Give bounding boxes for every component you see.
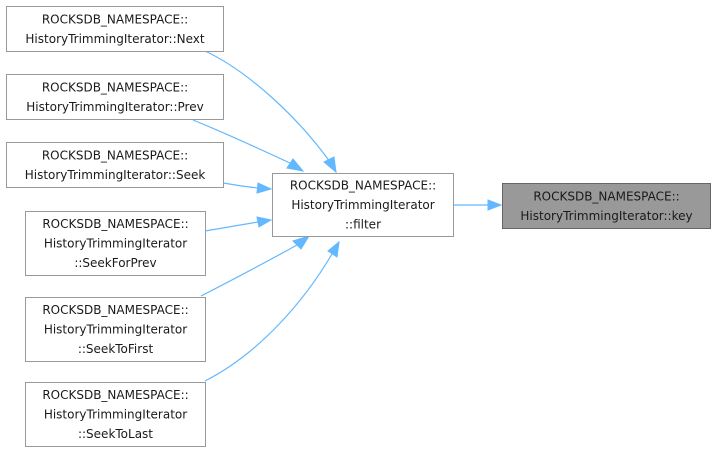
node-filter[interactable]: ROCKSDB_NAMESPACE::HistoryTrimmingIterat… [272,173,454,237]
edge-seektolast-to-filter [204,240,340,382]
arrowhead-icon [487,199,503,211]
node-label-line: ROCKSDB_NAMESPACE:: [42,80,188,94]
node-label-line: HistoryTrimmingIterator::Next [25,32,204,46]
node-box[interactable] [272,173,454,237]
node-label-line: ::SeekForPrev [74,256,156,270]
edge-line [222,182,259,189]
edge-filter-to-key [453,199,503,211]
edge-line [204,253,333,382]
node-seek[interactable]: ROCKSDB_NAMESPACE::HistoryTrimmingIterat… [6,142,224,188]
node-box[interactable] [502,183,711,229]
arrowhead-icon [292,235,311,250]
edge-seekforprev-to-filter [204,216,273,232]
node-label-line: HistoryTrimmingIterator [44,408,187,422]
node-label-line: ROCKSDB_NAMESPACE:: [290,179,436,193]
node-seektofirst[interactable]: ROCKSDB_NAMESPACE::HistoryTrimmingIterat… [25,297,206,362]
node-label-line: HistoryTrimmingIterator::key [520,209,692,223]
edge-prev-to-filter [192,119,305,172]
arrowhead-icon [327,240,340,258]
node-box[interactable] [6,74,224,120]
node-label-line: ROCKSDB_NAMESPACE:: [42,303,188,317]
node-label-line: ROCKSDB_NAMESPACE:: [42,217,188,231]
node-label-line: ROCKSDB_NAMESPACE:: [42,12,188,26]
node-seektolast[interactable]: ROCKSDB_NAMESPACE::HistoryTrimmingIterat… [25,382,206,447]
node-seekforprev[interactable]: ROCKSDB_NAMESPACE::HistoryTrimmingIterat… [25,211,206,276]
edge-line [192,119,293,165]
node-key[interactable]: ROCKSDB_NAMESPACE::HistoryTrimmingIterat… [502,183,711,229]
node-label-line: HistoryTrimmingIterator [44,323,187,337]
node-label-line: ROCKSDB_NAMESPACE:: [533,189,679,203]
node-next[interactable]: ROCKSDB_NAMESPACE::HistoryTrimmingIterat… [6,6,224,52]
edge-seek-to-filter [222,182,273,194]
node-label-line: HistoryTrimmingIterator::Seek [25,168,206,182]
node-box[interactable] [25,297,206,362]
edge-line [200,244,298,297]
node-label-line: ROCKSDB_NAMESPACE:: [42,148,188,162]
arrowhead-icon [323,156,337,174]
node-label-line: ROCKSDB_NAMESPACE:: [42,388,188,402]
node-box[interactable] [25,211,206,276]
node-label-line: ::filter [345,218,381,232]
node-box[interactable] [6,6,224,52]
node-label-line: HistoryTrimmingIterator::Prev [26,100,203,114]
node-label-line: HistoryTrimmingIterator [291,198,434,212]
arrowhead-icon [286,158,305,172]
arrowhead-icon [256,182,273,194]
node-box[interactable] [25,382,206,447]
edge-next-to-filter [204,50,337,174]
node-label-line: ::SeekToLast [78,427,153,441]
node-prev[interactable]: ROCKSDB_NAMESPACE::HistoryTrimmingIterat… [6,74,224,120]
edge-line [204,221,259,232]
node-box[interactable] [6,142,224,188]
edge-line [204,50,331,163]
node-label-line: HistoryTrimmingIterator [44,237,187,251]
edge-seektofirst-to-filter [200,235,311,297]
node-label-line: ::SeekToFirst [78,342,154,356]
arrowhead-icon [256,216,273,228]
